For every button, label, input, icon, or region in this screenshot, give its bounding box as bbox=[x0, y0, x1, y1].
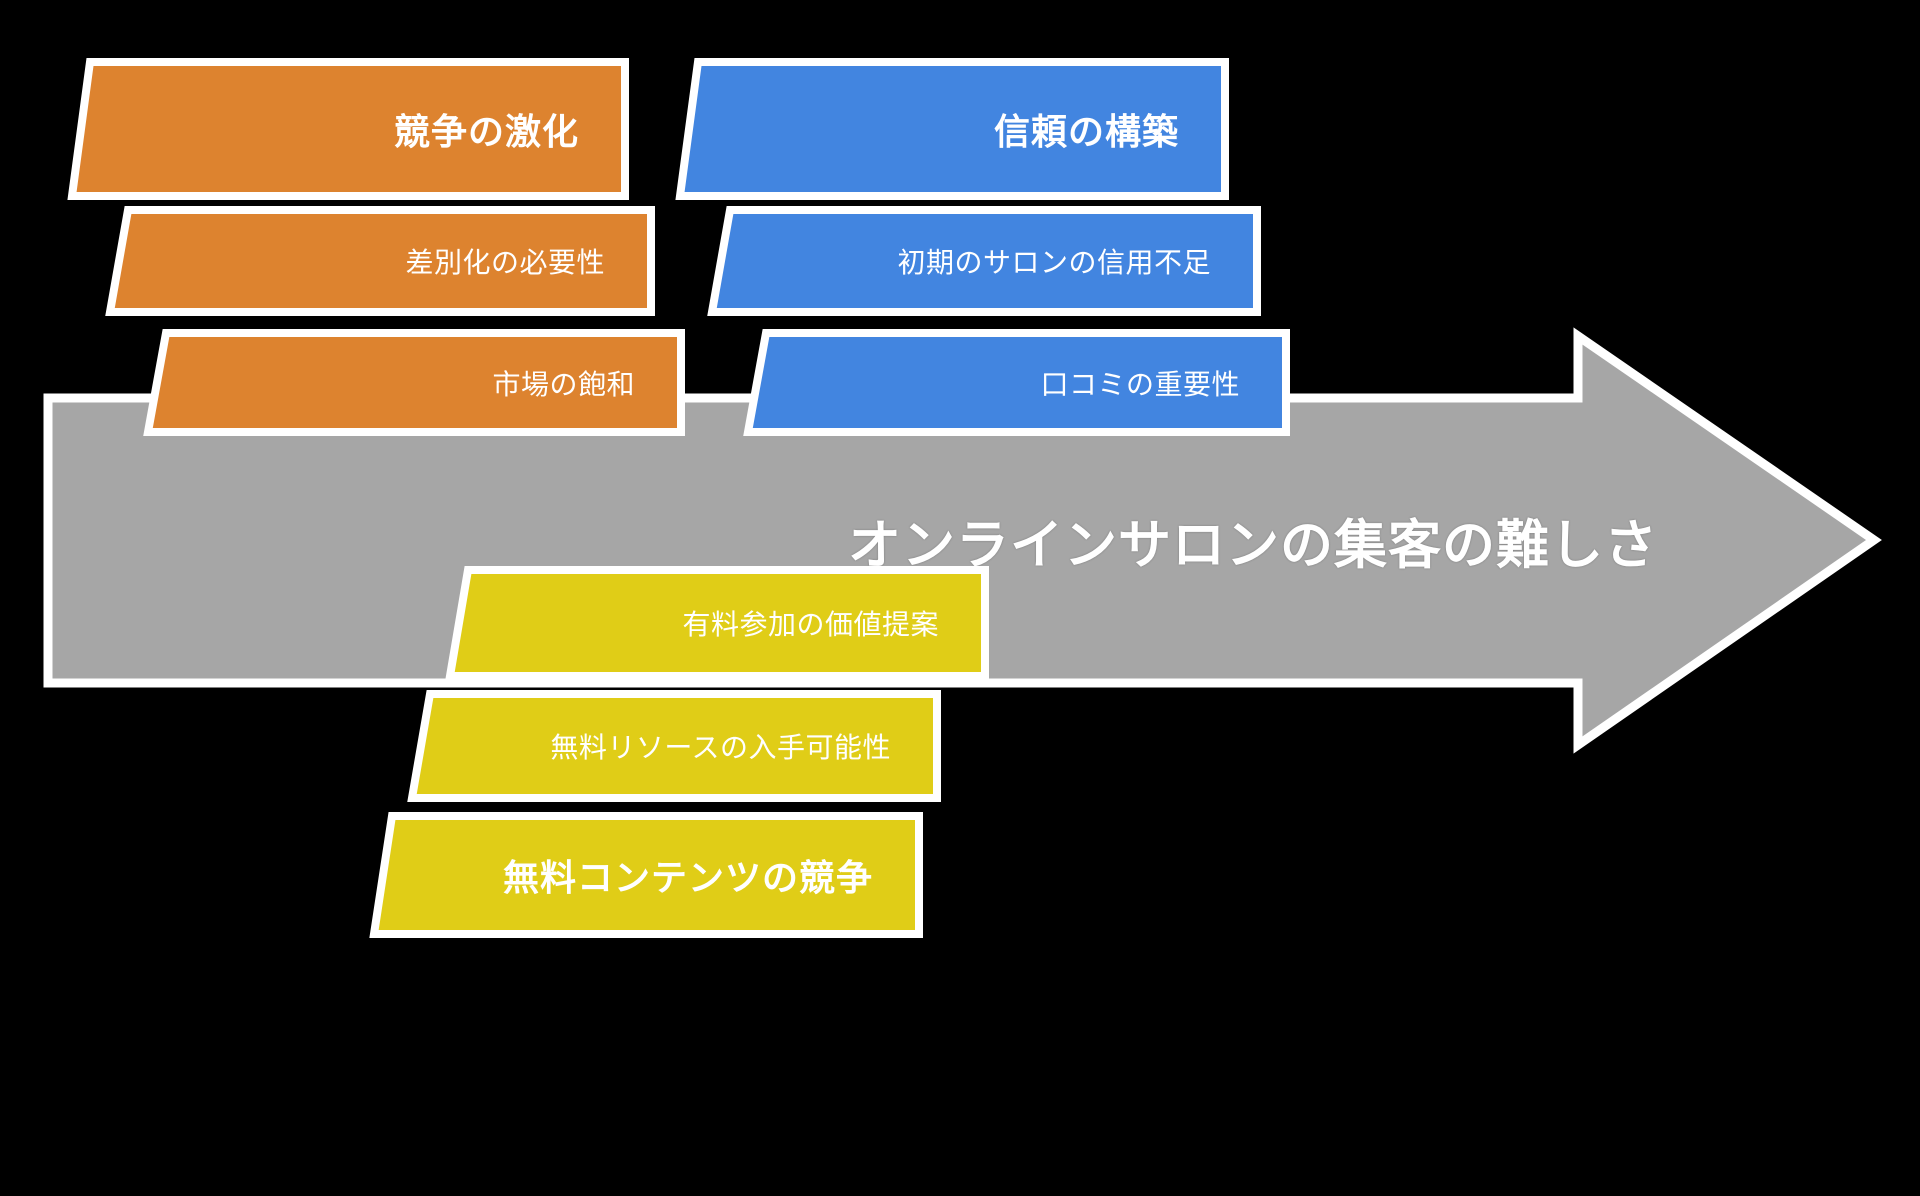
band-shape bbox=[105, 206, 655, 316]
band-shape bbox=[143, 329, 685, 436]
group-trust-item-0-label: 初期のサロンの信用不足 bbox=[897, 247, 1211, 278]
group-competition-item-0-label: 差別化の必要性 bbox=[405, 247, 605, 278]
band-shape bbox=[369, 812, 923, 938]
band-shape bbox=[743, 329, 1290, 436]
group-free-content-item-1-label: 無料リソースの入手可能性 bbox=[550, 732, 891, 763]
main-arrow-title: オンラインサロンの集客の難しさ bbox=[848, 515, 1658, 575]
band-shape bbox=[407, 690, 941, 802]
group-competition-item-1[interactable]: 市場の飽和 bbox=[143, 329, 685, 436]
group-free-content-header[interactable]: 無料コンテンツの競争 bbox=[369, 812, 923, 938]
group-competition-item-1-label: 市場の飽和 bbox=[492, 368, 635, 400]
group-trust-header-label: 信頼の構築 bbox=[993, 111, 1179, 152]
group-trust-item-1[interactable]: 口コミの重要性 bbox=[743, 329, 1290, 436]
group-free-content-item-0-label: 有料参加の価値提案 bbox=[682, 609, 939, 640]
band-shape bbox=[707, 206, 1261, 316]
band-shape bbox=[67, 58, 629, 200]
band-shape bbox=[445, 566, 989, 680]
group-trust-item-0[interactable]: 初期のサロンの信用不足 bbox=[707, 206, 1261, 316]
group-competition-item-0[interactable]: 差別化の必要性 bbox=[105, 206, 655, 316]
band-shape bbox=[675, 58, 1229, 200]
group-competition-header[interactable]: 競争の激化 bbox=[67, 58, 629, 200]
group-free-content-item-1[interactable]: 無料リソースの入手可能性 bbox=[407, 690, 941, 802]
group-trust-header[interactable]: 信頼の構築 bbox=[675, 58, 1229, 200]
group-competition-header-label: 競争の激化 bbox=[393, 111, 579, 152]
group-free-content-item-0[interactable]: 有料参加の価値提案 bbox=[445, 566, 989, 680]
group-trust-item-1-label: 口コミの重要性 bbox=[1040, 368, 1240, 400]
group-free-content-header-label: 無料コンテンツの競争 bbox=[502, 857, 873, 898]
